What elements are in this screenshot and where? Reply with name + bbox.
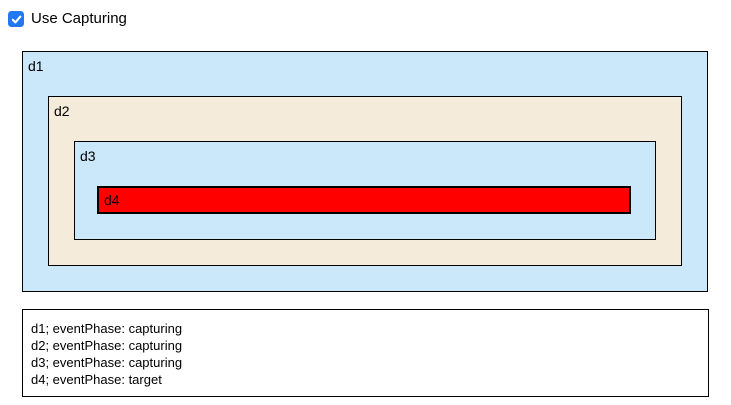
div-d2[interactable]: d2 d3 d4 <box>48 96 682 266</box>
use-capturing-checkbox[interactable] <box>8 11 24 27</box>
div-d3[interactable]: d3 d4 <box>74 141 656 240</box>
div-d4-label: d4 <box>104 192 120 208</box>
log-line: d2; eventPhase: capturing <box>31 338 183 353</box>
use-capturing-label: Use Capturing <box>31 10 127 27</box>
use-capturing-row: Use Capturing <box>8 10 723 28</box>
div-d2-label: d2 <box>54 103 70 119</box>
check-icon <box>11 15 21 23</box>
nested-divs-container: d1 d2 d3 d4 <box>22 51 708 292</box>
log-line: d3; eventPhase: capturing <box>31 355 183 370</box>
event-log: d1; eventPhase: capturing d2; eventPhase… <box>22 309 709 397</box>
div-d1-label: d1 <box>28 58 44 74</box>
log-line: d1; eventPhase: capturing <box>31 321 183 336</box>
div-d4[interactable]: d4 <box>97 186 631 214</box>
div-d1[interactable]: d1 d2 d3 d4 <box>22 51 708 292</box>
log-line: d4; eventPhase: target <box>31 372 162 387</box>
div-d3-label: d3 <box>80 148 96 164</box>
